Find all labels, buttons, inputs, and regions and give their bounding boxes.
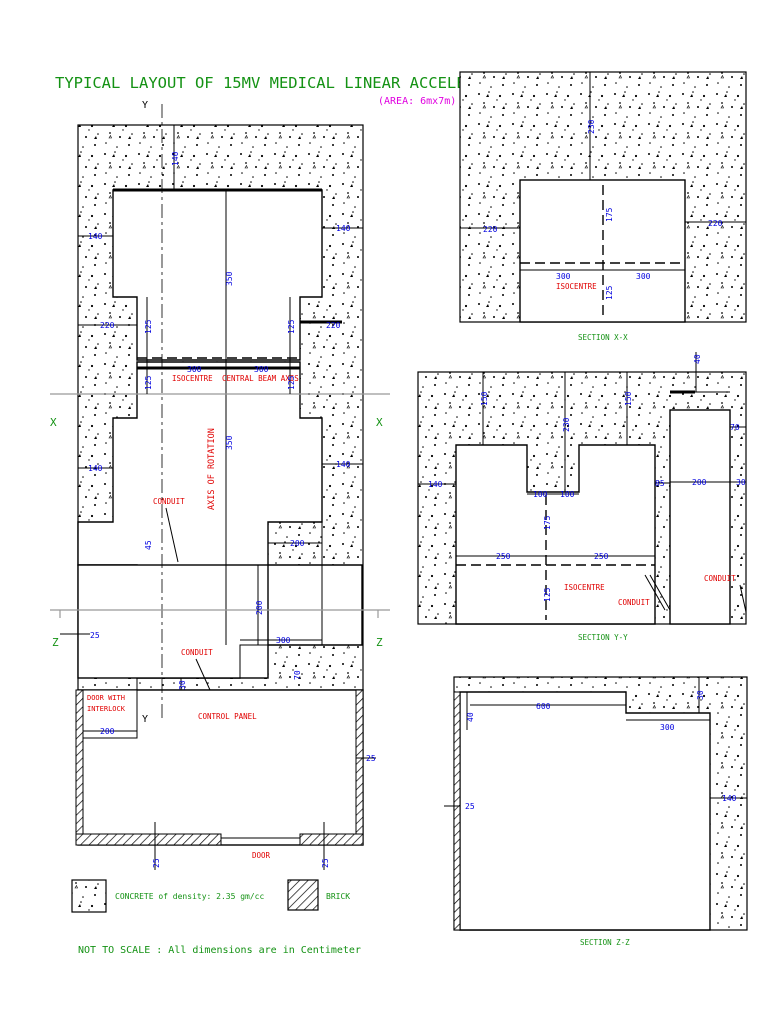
xx-dim-220-right: 220	[708, 219, 723, 228]
treatment-room-upper	[112, 189, 323, 361]
conduit-label-1: CONDUIT	[153, 497, 185, 506]
yy-dim-150-right: 150	[624, 391, 633, 406]
zz-dim-600: 600	[536, 702, 551, 711]
zz-dim-30: 30	[696, 690, 705, 700]
zz-dim-300: 300	[660, 723, 675, 732]
dim-left-125-b: 125	[144, 375, 153, 390]
yy-dim-100-left: 100	[533, 490, 548, 499]
dim-200-a: 200	[290, 539, 305, 548]
xx-dim-230: 230	[587, 119, 596, 134]
dim-300: 300	[276, 636, 291, 645]
dim-200-c: 200	[100, 727, 115, 736]
dim-right-220: 220	[326, 321, 341, 330]
section-yy: 150 230 150 140 100 100 175 250 250 125 …	[417, 352, 747, 642]
dim-lower-350: 350	[225, 435, 234, 450]
yy-dim-85: 85	[655, 479, 665, 488]
dim-right-125-b: 125	[287, 375, 296, 390]
brick-wall-left	[75, 689, 84, 846]
yy-dim-40: 40	[693, 354, 702, 364]
dim-left-220: 220	[100, 321, 115, 330]
brick-wall-bottom-left	[75, 833, 222, 846]
dim-bottom-25-a: 25	[152, 858, 161, 868]
dim-left-140-lower: 140	[88, 464, 103, 473]
dim-centre-300-a: 300	[187, 365, 202, 374]
dim-30: 30	[178, 680, 187, 690]
isocentre-label: ISOCENTRE	[172, 374, 213, 383]
scale-note: NOT TO SCALE : All dimensions are in Cen…	[78, 945, 361, 956]
area-label: (AREA: 6mx7m)	[378, 96, 456, 107]
legend: CONCRETE of density: 2.35 gm/cc BRICK	[71, 879, 350, 913]
yy-dim-100-right: 100	[560, 490, 575, 499]
central-beam-axis-label: CENTRAL BEAM AXIS	[222, 374, 299, 383]
dim-70: 70	[293, 670, 302, 680]
axis-y-label-bottom: Y	[142, 714, 148, 725]
dim-right-140-lower: 140	[336, 460, 351, 469]
floor-plan: Y Y X X Z Z ISOCENTRE CENTRAL BEAM AXIS …	[50, 100, 390, 870]
conduit-label-2: CONDUIT	[181, 648, 213, 657]
door-label: DOOR	[252, 851, 271, 860]
control-panel-label: CONTROL PANEL	[198, 712, 257, 721]
xx-isocentre-label: ISOCENTRE	[556, 282, 597, 291]
axis-x-label-left: X	[50, 416, 57, 429]
dim-bottom-25-b: 25	[321, 858, 330, 868]
zz-dim-25: 25	[465, 802, 475, 811]
dim-z-25: 25	[90, 631, 100, 640]
yy-conduit-label-1: CONDUIT	[618, 598, 650, 607]
yy-dim-30: 30	[736, 478, 746, 487]
dim-200-b: 200	[255, 600, 264, 615]
yy-dim-230: 230	[562, 417, 571, 432]
section-zz-label: SECTION Z-Z	[580, 938, 630, 947]
dim-right-140-upper: 140	[336, 224, 351, 233]
dim-right-125-a: 125	[287, 319, 296, 334]
yy-dim-70: 70	[730, 423, 740, 432]
legend-concrete-label: CONCRETE of density: 2.35 gm/cc	[115, 892, 264, 901]
xx-dim-125: 125	[605, 285, 614, 300]
yy-dim-150-left: 150	[480, 391, 489, 406]
axis-z-label-left: Z	[52, 636, 59, 649]
yy-dim-200: 200	[692, 478, 707, 487]
dim-upper-350: 350	[225, 271, 234, 286]
zz-brick-wall	[453, 691, 461, 931]
section-yy-label: SECTION Y-Y	[578, 633, 628, 642]
dim-centre-300-b: 300	[254, 365, 269, 374]
section-xx: 230 220 220 175 125 300 300 ISOCENTRE SE…	[459, 71, 747, 342]
yy-dim-250-right: 250	[594, 552, 609, 561]
zz-dim-40: 40	[466, 712, 475, 722]
yy-conduit-label-2: CONDUIT	[704, 574, 736, 583]
axis-z-label-right: Z	[376, 636, 383, 649]
zz-dim-140: 140	[722, 794, 737, 803]
axis-y-label-top: Y	[142, 100, 148, 111]
yy-isocentre-label: ISOCENTRE	[564, 583, 605, 592]
xx-dim-300-left: 300	[556, 272, 571, 281]
door-interlock-label-1: DOOR WITH	[87, 694, 125, 702]
yy-dim-140: 140	[428, 480, 443, 489]
xx-dim-175: 175	[605, 207, 614, 222]
dim-top-140: 140	[171, 151, 180, 166]
section-zz: 40 600 300 30 25 140 SECTION Z-Z	[444, 676, 748, 947]
section-xx-label: SECTION X-X	[578, 333, 628, 342]
dim-left-140-upper: 140	[88, 232, 103, 241]
legend-concrete-swatch	[71, 879, 107, 913]
yy-dim-175: 175	[543, 515, 552, 530]
door-interlock-label-2: INTERLOCK	[87, 705, 126, 713]
page-title: TYPICAL LAYOUT OF 15MV MEDICAL LINEAR AC…	[55, 74, 513, 92]
xx-dim-220-left: 220	[483, 225, 498, 234]
dim-left-125-a: 125	[144, 319, 153, 334]
dim-45: 45	[144, 540, 153, 550]
axis-of-rotation-label: AXIS OF ROTATION	[207, 428, 217, 510]
xx-dim-300-right: 300	[636, 272, 651, 281]
legend-brick-label: BRICK	[326, 892, 350, 901]
yy-dim-125: 125	[543, 587, 552, 602]
legend-brick-swatch	[287, 879, 319, 911]
brick-wall-bottom-right	[299, 833, 364, 846]
yy-dim-250-left: 250	[496, 552, 511, 561]
dim-right-25: 25	[366, 754, 376, 763]
axis-x-label-right: X	[376, 416, 383, 429]
brick-wall-right	[355, 689, 364, 846]
